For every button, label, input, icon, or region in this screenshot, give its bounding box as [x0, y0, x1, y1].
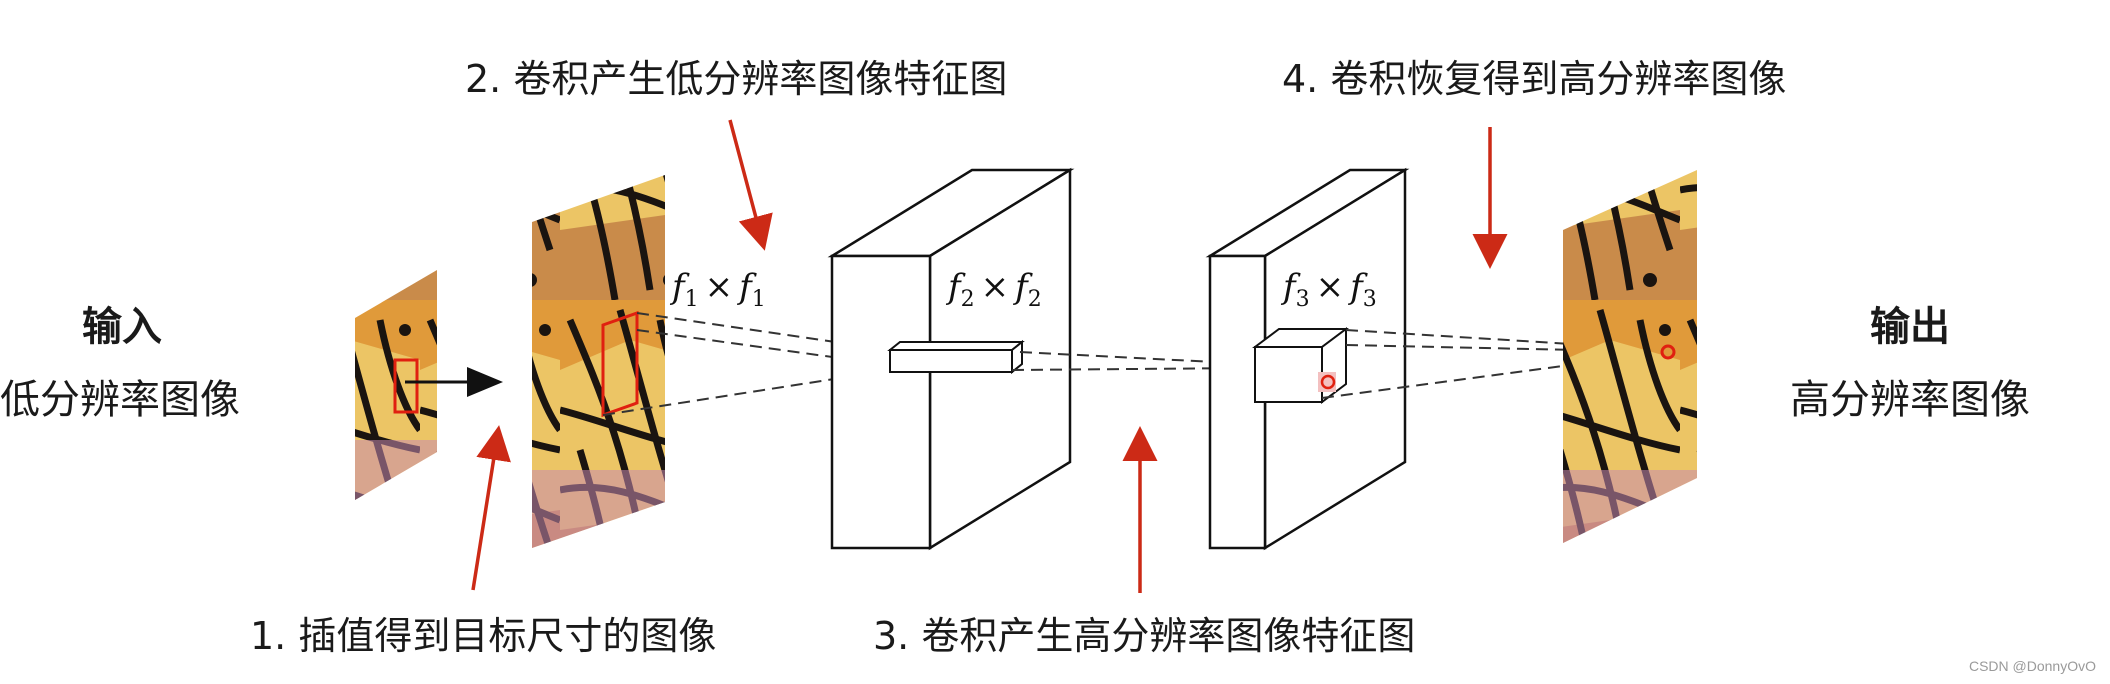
kernel-size-2: f2×f2 [948, 267, 1042, 312]
low-res-patch-marker [393, 358, 419, 414]
watermark: CSDN @DonnyOvO [1968, 658, 2096, 674]
step2-arrow [728, 119, 773, 251]
low-res-input-image [355, 270, 503, 500]
interpolated-image [532, 175, 665, 548]
step1-arrow [471, 425, 511, 591]
filter-cube-2 [1252, 327, 1349, 404]
kernel-size-3: f3×f3 [1283, 267, 1377, 312]
kernel-size-1: f1×f1 [672, 267, 766, 312]
step4-label: 4. 卷积恢复得到高分辨率图像 [1282, 57, 1787, 101]
input-subtitle: 低分辨率图像 [0, 377, 240, 423]
filter-prism-1 [887, 339, 1025, 375]
input-title: 输入 [82, 304, 162, 350]
high-res-output-image [1563, 170, 1697, 543]
output-subtitle: 高分辨率图像 [1790, 377, 2030, 423]
step3-label: 3. 卷积产生高分辨率图像特征图 [873, 614, 1416, 658]
step2-label: 2. 卷积产生低分辨率图像特征图 [465, 57, 1008, 101]
step1-label: 1. 插值得到目标尺寸的图像 [250, 614, 717, 658]
interpolated-patch-marker [601, 310, 639, 418]
output-title: 输出 [1870, 304, 1950, 350]
output-pixel-marker [1660, 344, 1676, 360]
